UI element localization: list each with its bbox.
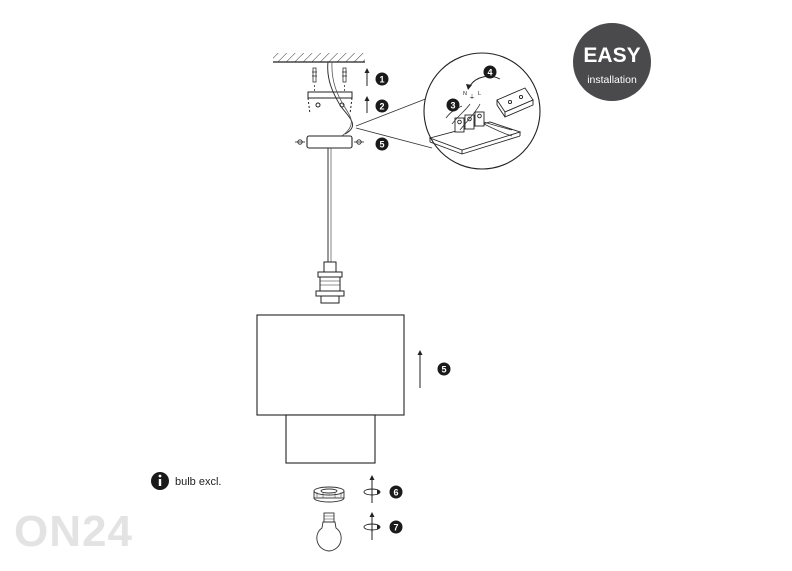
step-2-number: 2	[379, 102, 384, 112]
shade-ring	[313, 486, 345, 503]
info-text: bulb excl.	[175, 476, 221, 488]
mounting-bracket	[307, 91, 353, 115]
canopy	[295, 135, 364, 149]
badge-title: EASY	[583, 44, 640, 67]
watermark: ON24	[14, 507, 133, 556]
wire-label-n: N	[463, 91, 467, 97]
wire-label-l: L	[478, 91, 481, 97]
step-4-number: 4	[487, 68, 492, 78]
step-2-marker: 2	[364, 96, 389, 113]
step-5-canopy-marker: 5	[375, 137, 389, 151]
step-3-number: 3	[450, 101, 455, 111]
wire-label-earth: ⏚	[469, 94, 475, 101]
ceiling-wires	[327, 61, 353, 135]
lamp-shade	[256, 314, 405, 464]
easy-badge: EASY installation	[573, 23, 651, 101]
step-6-number: 6	[393, 488, 398, 498]
wiring-detail-zoom: N ⏚ L 3 4	[355, 52, 541, 170]
lamp-holder	[315, 261, 345, 304]
step-5-shade-number: 5	[441, 365, 446, 375]
step-1-number: 1	[379, 75, 384, 85]
suspension-cable	[327, 148, 332, 262]
light-bulb	[316, 512, 342, 552]
step-1-marker: 1	[364, 68, 389, 86]
step-5-canopy-number: 5	[379, 140, 384, 150]
step-7-number: 7	[393, 523, 398, 533]
step-6-marker: 6	[363, 475, 403, 503]
badge-subtitle: installation	[587, 74, 637, 86]
info-note: bulb excl.	[151, 472, 221, 490]
step-7-marker: 7	[363, 512, 403, 540]
ceiling	[273, 53, 365, 63]
step-5-shade-marker: 5	[417, 350, 451, 388]
